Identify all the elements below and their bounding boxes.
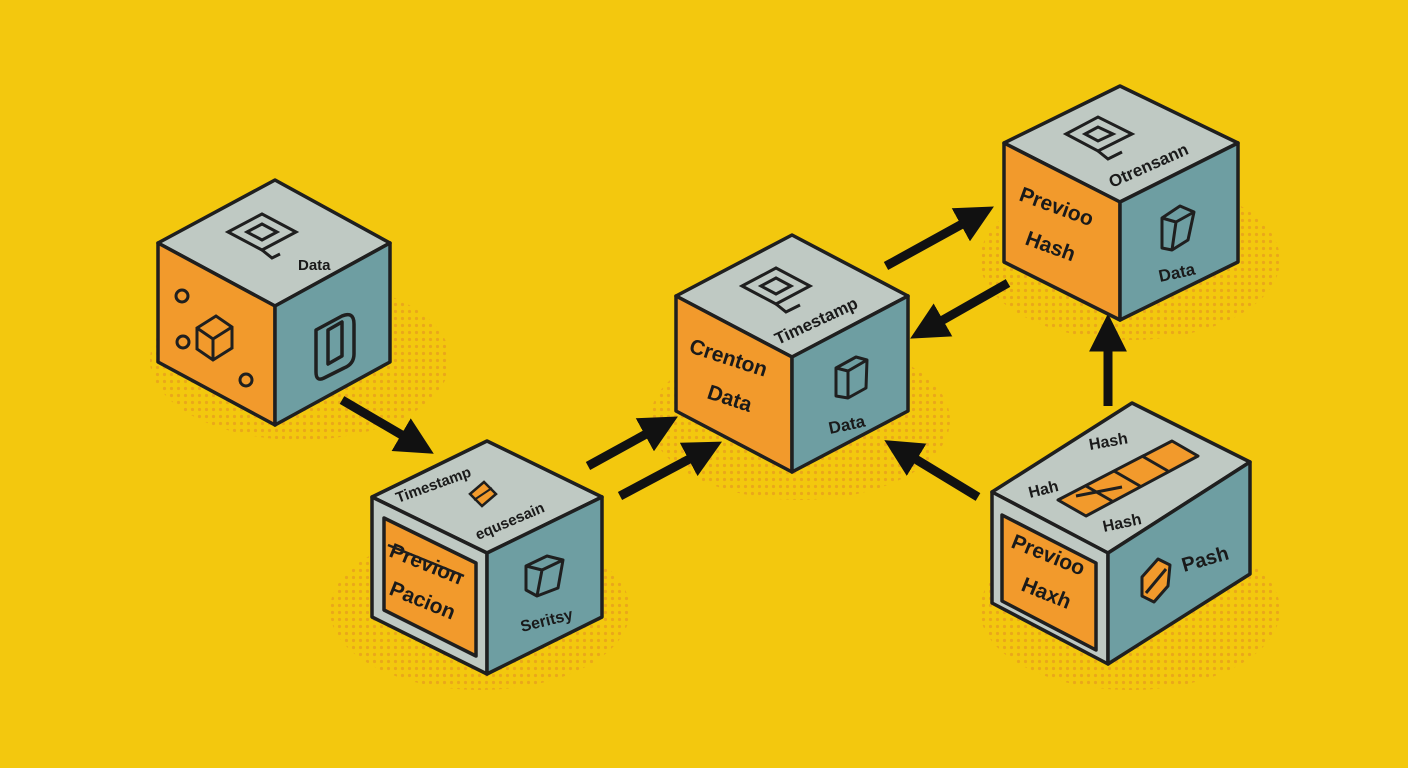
hexagon-icon [1140,557,1172,604]
arrow-b2-to-b3-upper [585,416,678,470]
block-5-right-face [1106,460,1252,666]
block-5-left-panel [1000,513,1098,652]
arrow-b4-to-b3 [910,279,1011,339]
prism-icon [834,355,869,400]
block-5-top-label-1: Hah [1027,478,1060,502]
block-2: Timestamp equsesain Previon Pacion Serit… [370,439,604,676]
arrow-b2-to-b3-lower [617,441,723,500]
segmented-bar-icon [1056,439,1200,518]
block-3: Timestamp Crenton Data Data [674,233,910,474]
prism-icon [1160,204,1196,252]
cube-with-dots-icon [174,288,254,388]
block-1-right-face [273,241,392,427]
document-icon [738,266,814,314]
arrows [339,206,1127,501]
document-icon [224,212,300,260]
block-5: Hah Hash Hash Previoo Haxh Pash [990,401,1252,666]
block-1: Data [156,178,392,427]
block-4: Otrensann Previoo Hash Data [1002,84,1240,322]
block-1-top-label: Data [298,257,331,274]
arrow-b3-to-b4 [883,206,994,270]
arrow-b5-to-b3 [884,440,981,501]
hook-glyph-icon [314,312,356,381]
arrow-b1-to-b2 [339,396,434,454]
document-icon [1062,115,1136,161]
prism-icon [524,554,565,598]
block-5-top-label-2: Hash [1088,430,1129,454]
